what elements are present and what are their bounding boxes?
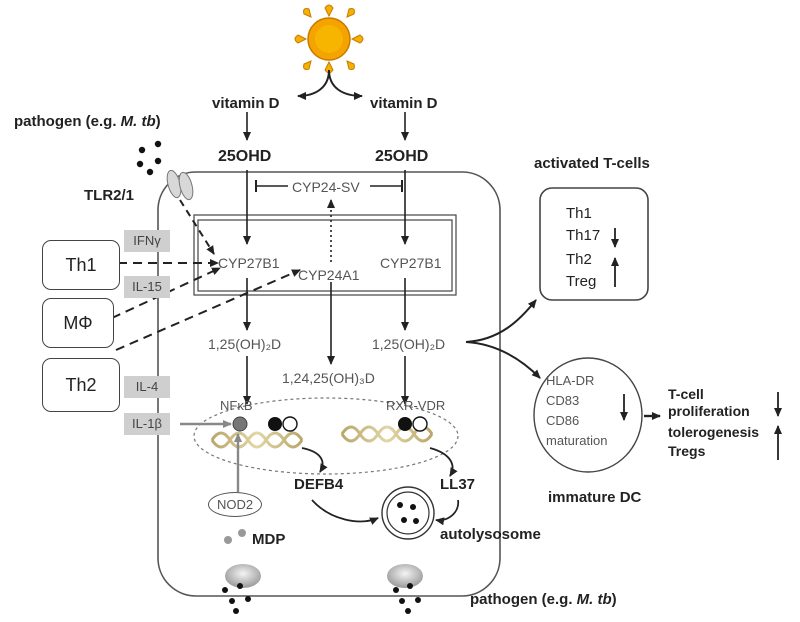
cytokine-il1b: IL-1β <box>124 413 170 435</box>
activated-tcells-title: activated T-cells <box>534 155 650 172</box>
macrophage-cell: MΦ <box>42 298 114 348</box>
pathogen-top-suffix: ) <box>155 113 161 130</box>
dc-marker-maturation: maturation <box>546 433 608 448</box>
ll37-label: LL37 <box>440 476 476 493</box>
th1-cell: Th1 <box>42 240 120 290</box>
dc-marker-cd83: CD83 <box>546 393 580 408</box>
pathogen-dots-bottom-left <box>222 583 251 614</box>
tcell-th1: Th1 <box>566 205 592 222</box>
th2-cell: Th2 <box>42 358 120 412</box>
effect-tcell-proliferation: T-cell proliferation <box>668 386 750 420</box>
th1-cell-label: Th1 <box>65 255 97 275</box>
cytokine-ifng: IFNγ <box>124 230 170 252</box>
pathogen-bottom-prefix: pathogen (e.g. <box>470 591 577 608</box>
25ohd-right: 25OHD <box>375 148 429 165</box>
dna-right-icon <box>340 425 434 443</box>
dna-left-icon <box>210 431 304 449</box>
vitamin-d-left: vitamin D <box>212 95 280 112</box>
tcell-th17: Th17 <box>566 227 601 244</box>
pathogen-dots-top <box>136 140 162 176</box>
pathogen-label-bottom: pathogen (e.g. M. tb) <box>470 592 617 607</box>
nod2-label: NOD2 <box>208 492 263 517</box>
tlr-receptor-icon <box>166 169 194 201</box>
pathogen-bottom-italic: M. tb <box>576 591 612 608</box>
defb4-label: DEFB4 <box>294 476 344 493</box>
effect-tregs: Tregs <box>668 443 706 459</box>
dc-marker-cd86: CD86 <box>546 413 580 428</box>
nfkb-label: NFκB <box>220 398 253 413</box>
calcitriol-left: 1,25(OH)₂D <box>208 336 282 352</box>
autolysosome-label: autolysosome <box>440 526 541 543</box>
25ohd-left: 25OHD <box>218 148 272 165</box>
pathogen-top-italic: M. tb <box>120 113 156 130</box>
tlr-label: TLR2/1 <box>84 187 135 204</box>
pathogen-dots-bottom-right <box>393 583 421 614</box>
cytokine-il4: IL-4 <box>124 376 170 398</box>
calcitroic-label: 1,24,25(OH)₃D <box>282 370 375 386</box>
tcell-th2: Th2 <box>566 251 592 268</box>
rxr-vdr-label: RXR-VDR <box>386 398 446 413</box>
immature-dc-title: immature DC <box>548 489 642 506</box>
pathogen-bottom-suffix: ) <box>611 591 617 608</box>
cyp27b1-left: CYP27B1 <box>218 255 280 271</box>
mdp-label: MDP <box>252 531 286 548</box>
cyp27b1-right: CYP27B1 <box>380 255 442 271</box>
sun-icon <box>294 4 364 74</box>
pathogen-label-top: pathogen (e.g. M. tb) <box>14 114 161 129</box>
calcitriol-right: 1,25(OH)₂D <box>372 336 446 352</box>
effect-tcell-proliferation-label: T-cell proliferation <box>668 386 750 419</box>
autolysosome-icon <box>381 486 435 540</box>
vitamin-d-right: vitamin D <box>370 95 438 112</box>
cyp24a1-label: CYP24A1 <box>298 267 360 283</box>
pathogen-top-prefix: pathogen (e.g. <box>14 113 121 130</box>
effect-tolerogenesis: tolerogenesis <box>668 424 760 440</box>
cytokine-il15: IL-15 <box>124 276 170 298</box>
th2-cell-label: Th2 <box>65 375 97 395</box>
tcell-treg: Treg <box>566 273 597 290</box>
macrophage-cell-label: MΦ <box>63 313 93 333</box>
dc-marker-hladr: HLA-DR <box>546 373 595 388</box>
cyp24sv-label: CYP24-SV <box>292 179 360 195</box>
